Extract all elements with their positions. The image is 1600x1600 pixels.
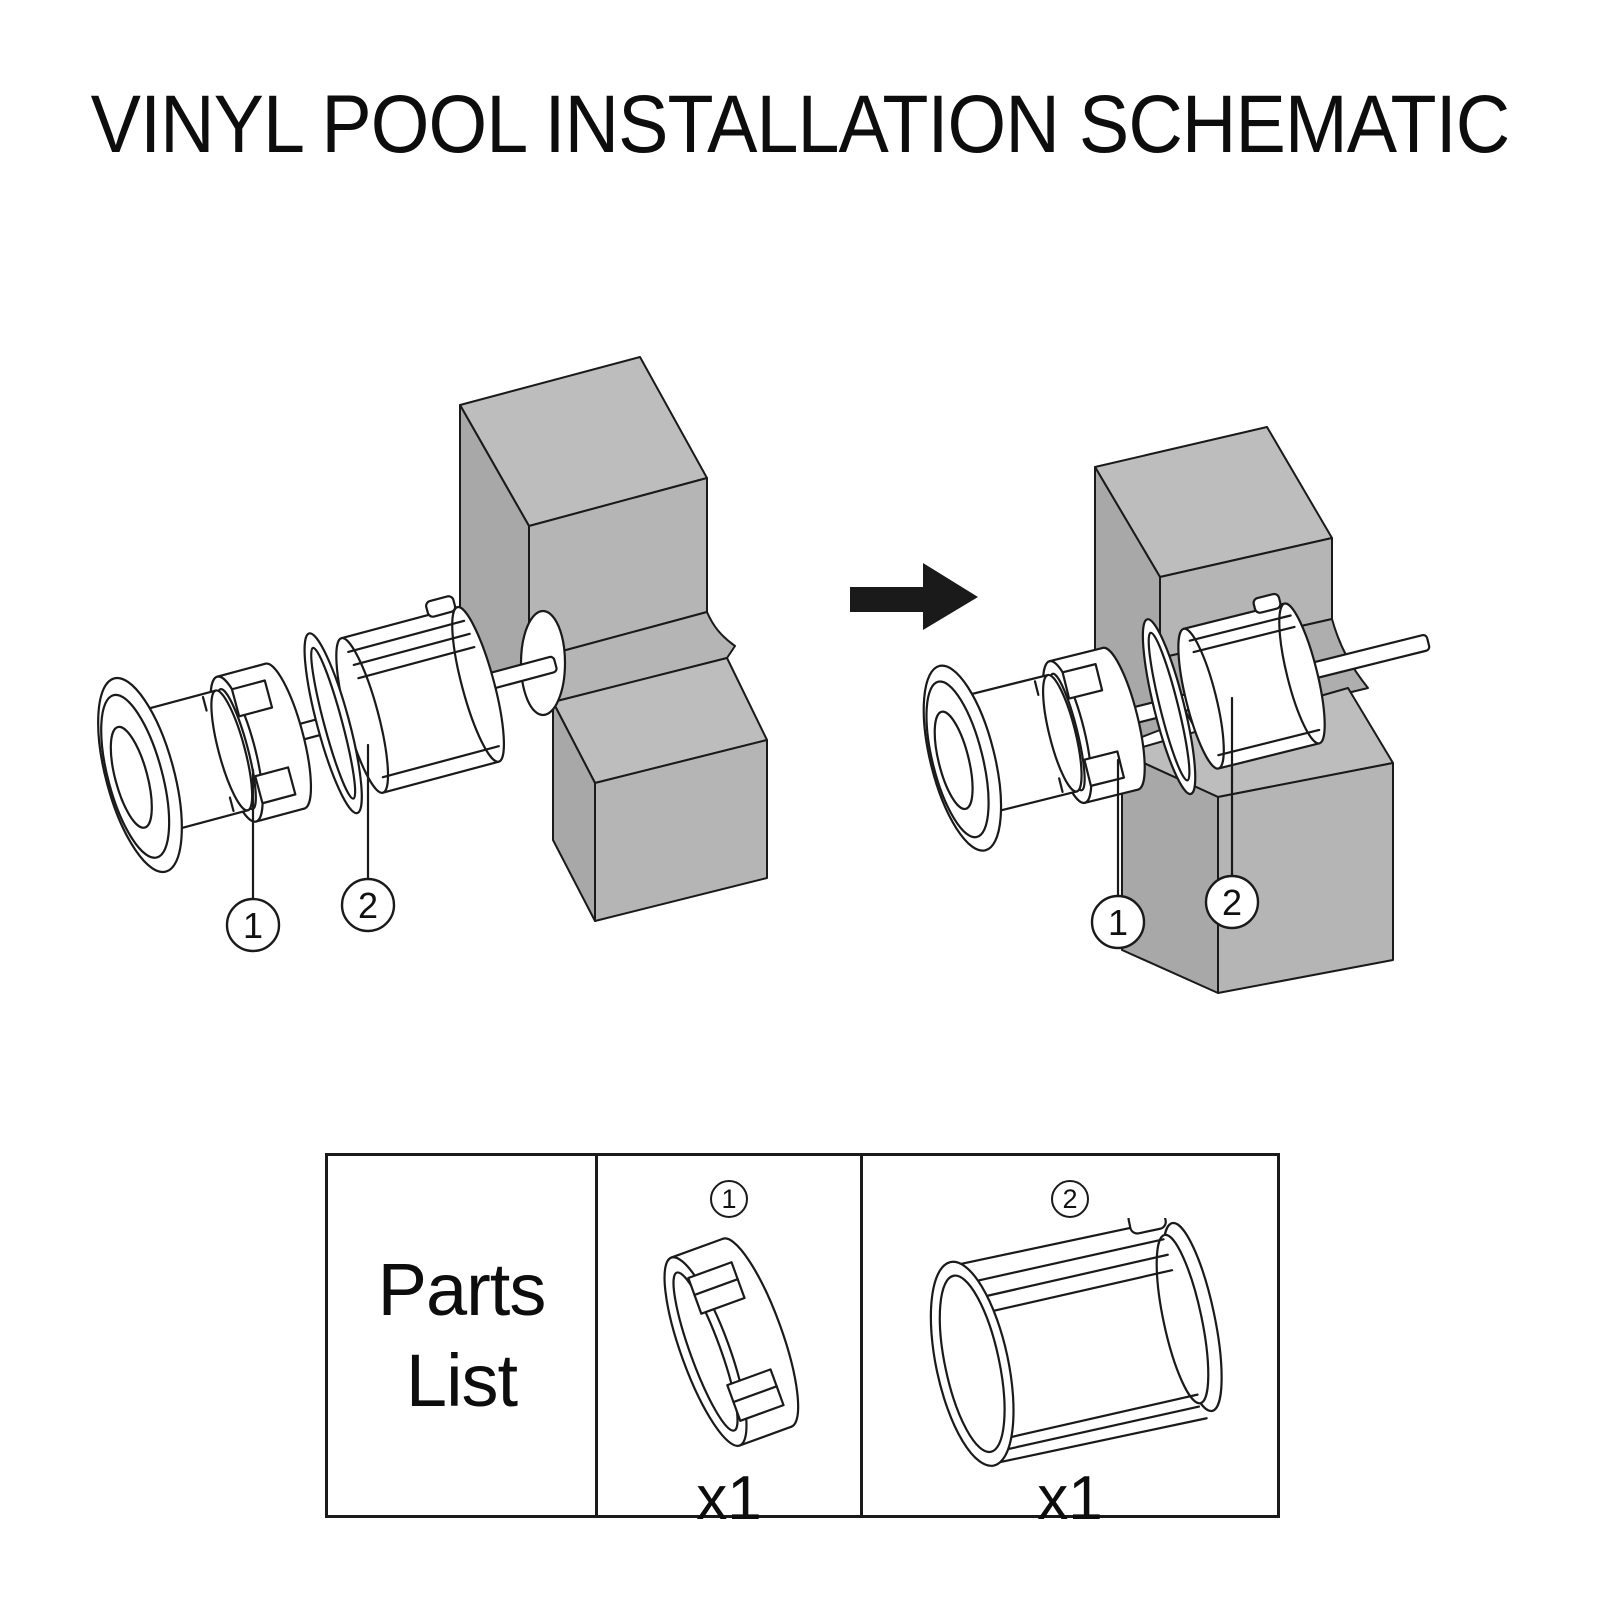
- page-title: VINYL POOL INSTALLATION SCHEMATIC: [90, 79, 1511, 170]
- lock-ring-window-top: [230, 679, 274, 718]
- part-1-number-badge: 1: [710, 1180, 748, 1218]
- ribbed-sleeve: [335, 595, 506, 794]
- callout-part2: 2: [340, 743, 396, 933]
- callout-part1: 1: [1090, 758, 1146, 950]
- part-2-number: 2: [1062, 1183, 1078, 1214]
- sleeve-clip-tab: [1252, 592, 1282, 614]
- callout-number-1: 1: [243, 905, 263, 946]
- callout-number-2: 2: [1222, 882, 1242, 923]
- part-2-quantity: x1: [1037, 1464, 1103, 1533]
- exploded-view-svg: 1 2: [97, 356, 768, 953]
- lock-ring-window-bottom: [254, 766, 297, 805]
- callout-part1: 1: [225, 768, 281, 953]
- lock-ring-window-bottom: [1083, 750, 1126, 787]
- parts-list-header: Parts List: [377, 1248, 547, 1422]
- wall-block: [459, 356, 768, 922]
- callout-number-1: 1: [1108, 902, 1128, 943]
- o-ring-gasket: [303, 632, 363, 815]
- parts-list-table: Parts List 1: [325, 1153, 1280, 1530]
- parts-list-item-1: 1 x: [598, 1156, 863, 1530]
- sleeve-clip-tab: [425, 595, 457, 618]
- ribbed-sleeve: [1177, 592, 1326, 770]
- fitting-parts-assembled: [922, 592, 1431, 852]
- callout-number-2: 2: [358, 885, 378, 926]
- o-ring-gasket: [1141, 618, 1197, 796]
- exploded-view-illustration: 1 2: [55, 330, 795, 990]
- part-1-quantity: x1: [696, 1464, 762, 1533]
- flange-fitting: [922, 664, 1083, 852]
- part-1-drawing: [598, 1218, 860, 1468]
- fitting-parts-exploded: [97, 595, 558, 874]
- parts-list-header-cell: Parts List: [328, 1156, 598, 1515]
- part-1-number: 1: [721, 1183, 737, 1214]
- assembled-view-illustration: 1 2: [920, 400, 1480, 1010]
- parts-list-item-2: 2: [863, 1156, 1277, 1530]
- part-2-drawing: [863, 1218, 1277, 1468]
- part-2-number-badge: 2: [1051, 1180, 1089, 1218]
- flange-fitting: [97, 676, 254, 874]
- ribbed-sleeve-part-icon: [929, 1218, 1223, 1467]
- lock-ring-part-icon: [663, 1237, 800, 1447]
- assembled-view-svg: 1 2: [922, 426, 1431, 994]
- lock-ring-window-top: [1061, 663, 1104, 700]
- callout-part2: 2: [1204, 696, 1260, 930]
- right-arrow-icon: [850, 563, 978, 630]
- step-arrow: [840, 550, 990, 650]
